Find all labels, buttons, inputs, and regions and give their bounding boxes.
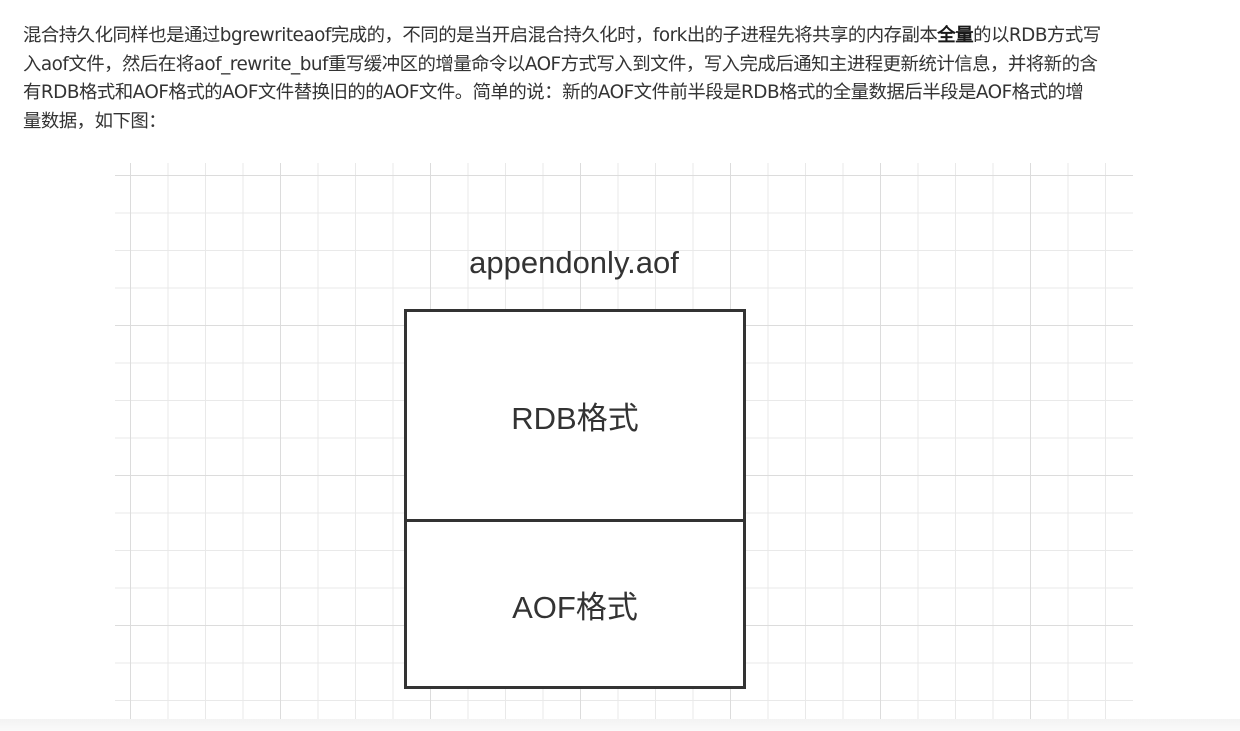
article-paragraph: 混合持久化同样也是通过bgrewriteaof完成的，不同的是当开启混合持久化时… [23, 22, 1219, 136]
aof-segment-label: AOF格式 [512, 589, 638, 625]
paragraph-line-1: 混合持久化同样也是通过bgrewriteaof完成的，不同的是当开启混合持久化时… [23, 22, 1219, 51]
aof-file-box: RDB格式 AOF格式 [404, 309, 746, 689]
bold-text-full: 全量 [937, 25, 974, 46]
rdb-segment: RDB格式 [407, 312, 743, 522]
page-bottom-edge [0, 719, 1240, 731]
paragraph-line-2: 入aof文件，然后在将aof_rewrite_buf重写缓冲区的增量命令以AOF… [23, 53, 1098, 75]
aof-structure-diagram: appendonly.aof RDB格式 AOF格式 [115, 163, 1133, 721]
aof-segment: AOF格式 [407, 522, 743, 686]
paragraph-line-4: 量数据，如下图： [23, 110, 167, 132]
line-1-text-end: 的以RDB方式写 [973, 25, 1101, 46]
rdb-segment-label: RDB格式 [511, 401, 639, 436]
line-1-text-start: 混合持久化同样也是通过bgrewriteaof完成的，不同的是当开启混合持久化时… [23, 25, 938, 46]
paragraph-line-3: 有RDB格式和AOF格式的AOF文件替换旧的的AOF文件。简单的说：新的AOF文… [23, 82, 1084, 103]
file-name-label: appendonly.aof [469, 245, 679, 280]
